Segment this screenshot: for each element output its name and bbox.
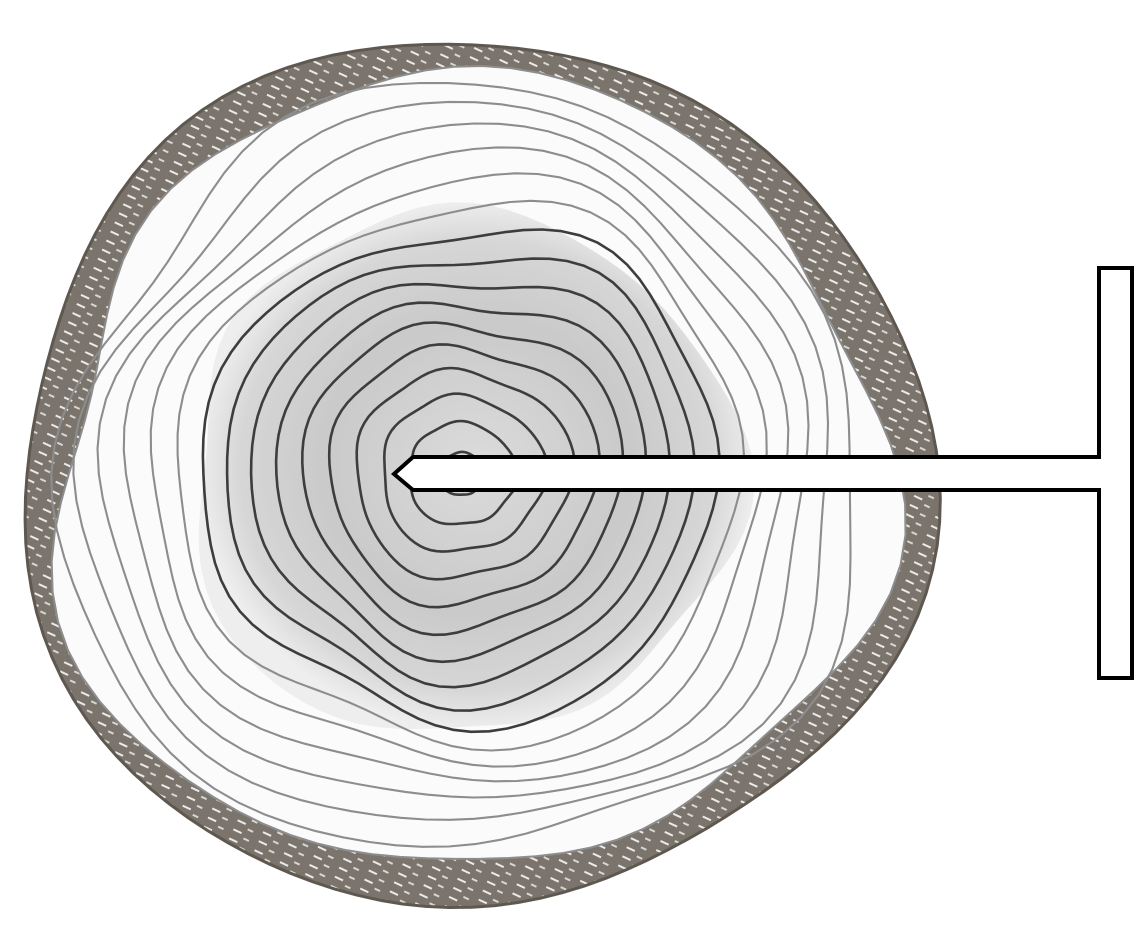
diagram-canvas xyxy=(0,0,1134,944)
tree-cross-section-figure xyxy=(0,0,1134,944)
